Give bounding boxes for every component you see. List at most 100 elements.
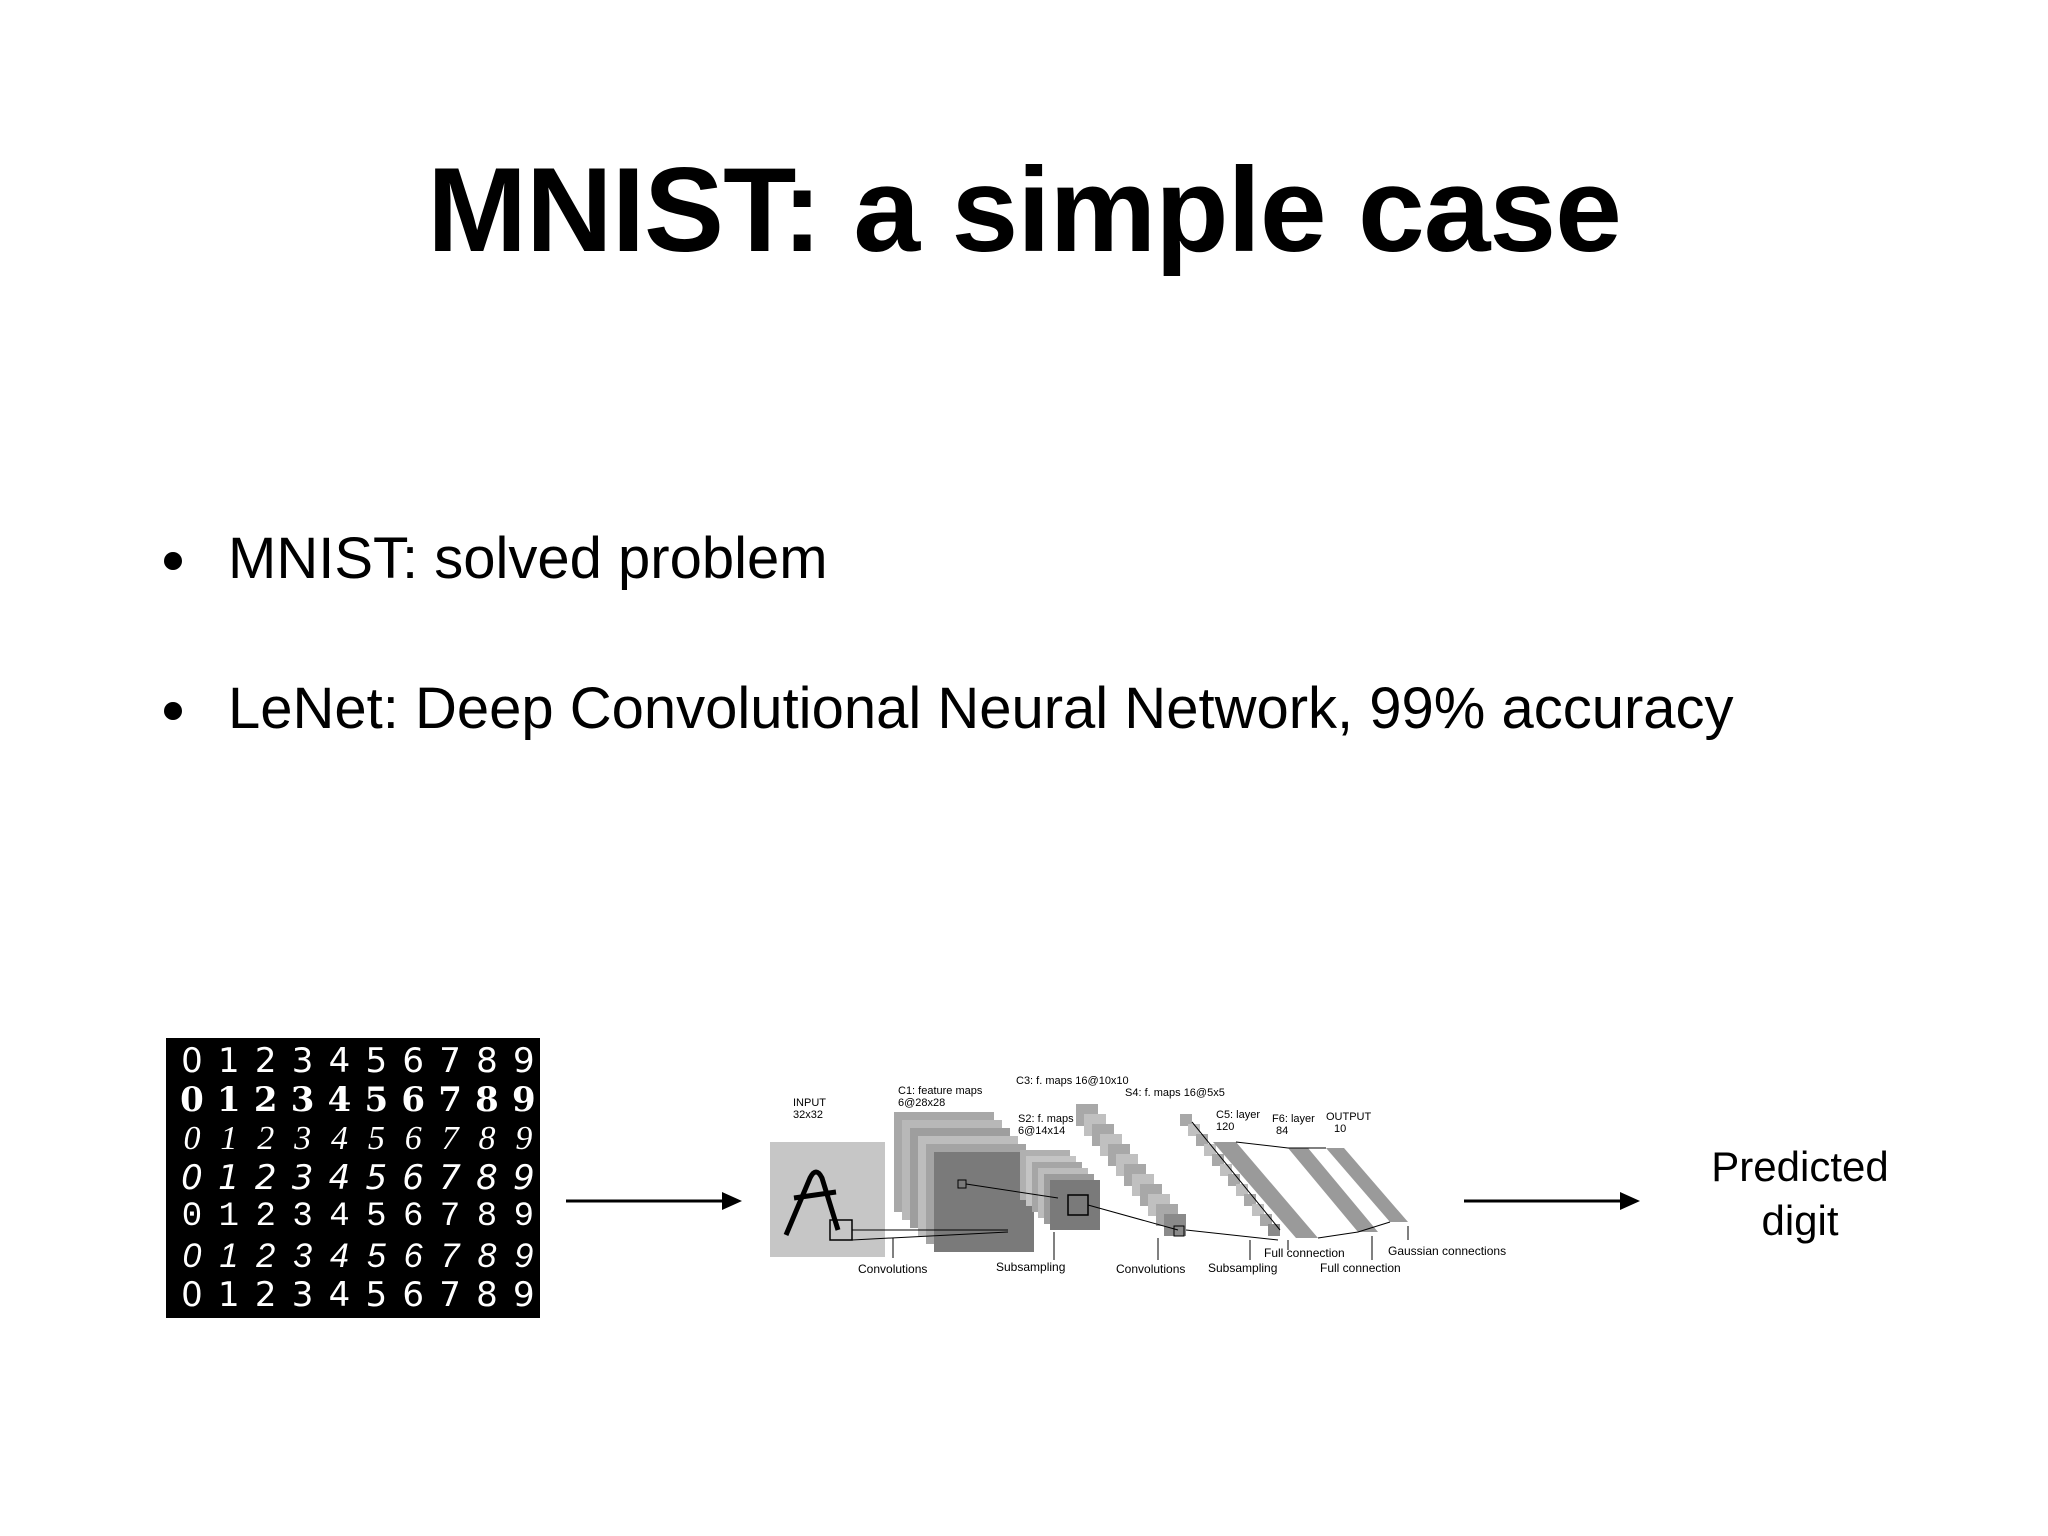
mnist-digit: 3 [292,1198,313,1236]
mnist-digit: 8 [476,1198,498,1236]
mnist-digit: 4 [331,1120,348,1157]
mnist-digit: 6 [402,1158,425,1198]
mnist-digit: 4 [328,1275,351,1315]
mnist-digit: 2 [255,1198,276,1236]
connection-line [851,1231,1009,1241]
mnist-digit: 7 [441,1120,459,1157]
mnist-digit: 2 [257,1120,275,1157]
bullet-list: MNIST: solved problem LeNet: Deep Convol… [160,530,1734,830]
c5-layer [1213,1142,1318,1238]
connection-line [1185,1229,1279,1241]
subsample-box [1173,1225,1185,1237]
mnist-digit: 3 [291,1275,314,1315]
mnist-digit: 4 [328,1041,351,1081]
f6-label: F6: layer [1272,1113,1315,1125]
mnist-digit: 9 [513,1041,535,1081]
f6-size-label: 84 [1276,1125,1288,1137]
mnist-digit: 7 [440,1237,460,1275]
s4-label: S4: f. maps 16@5x5 [1125,1087,1225,1099]
mnist-digit: 3 [291,1041,314,1081]
s2-map [1050,1180,1100,1230]
connection-line [1087,1204,1179,1231]
mnist-digit: 7 [438,1080,462,1120]
mnist-digit: 7 [439,1158,461,1198]
op-subsampling-label: Subsampling [996,1260,1065,1274]
c3-label: C3: f. maps 16@10x10 [1016,1075,1129,1087]
mnist-digit: 9 [512,1080,536,1120]
c1-size-label: 6@28x28 [898,1097,945,1109]
mnist-digit: 2 [254,1275,277,1315]
mnist-digit: 1 [218,1158,240,1198]
mnist-digit: 5 [365,1275,388,1315]
input-size-label: 32x32 [793,1109,823,1121]
mnist-digit: 1 [219,1237,239,1275]
mnist-digit: 7 [439,1198,461,1236]
bullet-item: MNIST: solved problem [160,530,1734,680]
mnist-digit: 4 [330,1237,349,1275]
s2-label: S2: f. maps [1018,1113,1074,1125]
mnist-digit: 8 [475,1080,499,1120]
slide-title: MNIST: a simple case [427,143,1622,277]
c1-label: C1: feature maps [898,1085,983,1097]
mnist-digit: 5 [365,1158,388,1198]
c5-label: C5: layer [1216,1109,1260,1121]
mnist-digit: 9 [513,1158,535,1198]
mnist-digit: 0 [181,1275,203,1315]
right-arrow-icon [566,1192,742,1210]
mnist-digit: 7 [439,1275,461,1315]
mnist-digit: 6 [403,1237,423,1275]
predicted-digit-label: Predicted digit [1680,1140,1920,1248]
mnist-digit: 6 [402,1041,425,1081]
output-label: OUTPUT [1326,1111,1372,1123]
mnist-digit: 8 [476,1158,498,1198]
mnist-digit: 1 [220,1120,238,1157]
mnist-digit: 0 [180,1080,204,1120]
right-arrow-icon [1464,1192,1640,1210]
input-label: INPUT [793,1097,826,1109]
connection-line [1191,1121,1281,1231]
c1-map [934,1152,1034,1252]
connection-line [1317,1221,1391,1239]
input-letter-a [783,1169,841,1236]
mnist-digit: 6 [403,1198,424,1236]
mnist-digit: 1 [217,1080,241,1120]
mnist-digit: 5 [364,1080,389,1120]
mnist-digit: 9 [513,1198,535,1236]
output-layer [1326,1148,1408,1222]
mnist-digit: 0 [182,1237,202,1275]
bullet-dot-icon [164,552,182,570]
mnist-digit: 3 [290,1080,315,1120]
bullet-dot-icon [164,702,182,720]
input-letter-stroke [793,1189,837,1201]
mnist-digit: 5 [365,1041,388,1081]
mnist-digit: 6 [401,1080,426,1120]
mnist-digit: 0 [181,1041,203,1081]
mnist-digit: 6 [404,1120,422,1157]
mnist-digit: 7 [439,1041,461,1081]
mnist-digit: 4 [328,1158,351,1198]
mnist-digit: 3 [291,1158,314,1198]
bullet-text: MNIST: solved problem [228,526,828,591]
c5-size-label: 120 [1216,1121,1234,1133]
mnist-digit: 8 [476,1041,498,1081]
op-gaussian-label: Gaussian connections [1388,1244,1506,1258]
mnist-digit: 1 [218,1198,240,1236]
mnist-digit: 5 [366,1198,387,1236]
mnist-digit: 8 [476,1275,498,1315]
mnist-digit: 5 [366,1237,386,1275]
connection-line [1235,1141,1326,1149]
s2-size-label: 6@14x14 [1018,1125,1065,1137]
mnist-digit: 9 [513,1275,535,1315]
predicted-line-2: digit [1761,1197,1839,1244]
mnist-digit: 4 [327,1080,352,1120]
mnist-digit: 1 [218,1275,240,1315]
op-full-connection-label: Full connection [1264,1246,1345,1260]
mnist-digit: 0 [181,1158,203,1198]
mnist-digit: 5 [367,1120,385,1157]
